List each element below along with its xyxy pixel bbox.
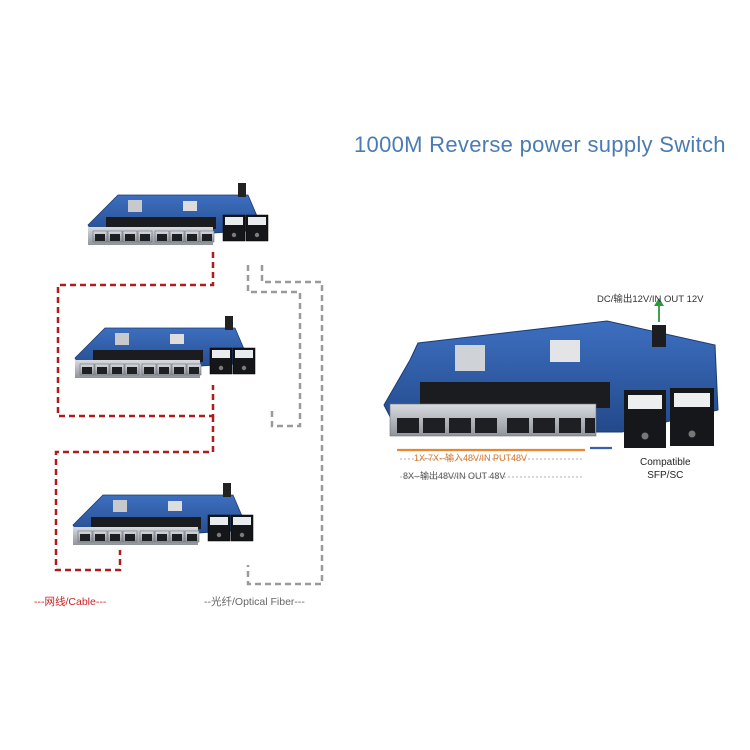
up-arrow-icon xyxy=(654,298,664,322)
cable-legend: ---网线/Cable--- xyxy=(34,596,107,608)
output-48v-label: 8X--输出48V/IN OUT 48V xyxy=(403,471,506,481)
dc-power-label: DC/输出12V/IN OUT 12V xyxy=(597,294,704,305)
cable-lines xyxy=(54,252,215,572)
fiber-lines xyxy=(246,265,324,586)
main-switch-board xyxy=(383,320,719,448)
input-output-lines xyxy=(397,446,612,478)
page-title: 1000M Reverse power supply Switch xyxy=(354,132,726,157)
switch-board-top xyxy=(88,183,268,245)
compatible-line-2: SFP/SC xyxy=(647,470,684,481)
fiber-legend: --光纤/Optical Fiber--- xyxy=(204,596,305,608)
switch-board-middle xyxy=(75,316,255,378)
input-48v-label: 1X-7X--输入48V/IN PUT48V xyxy=(414,453,528,463)
compatible-line-1: Compatible xyxy=(640,457,691,468)
compatible-label: Compatible SFP/SC xyxy=(640,456,691,482)
switch-board-bottom xyxy=(73,483,253,545)
